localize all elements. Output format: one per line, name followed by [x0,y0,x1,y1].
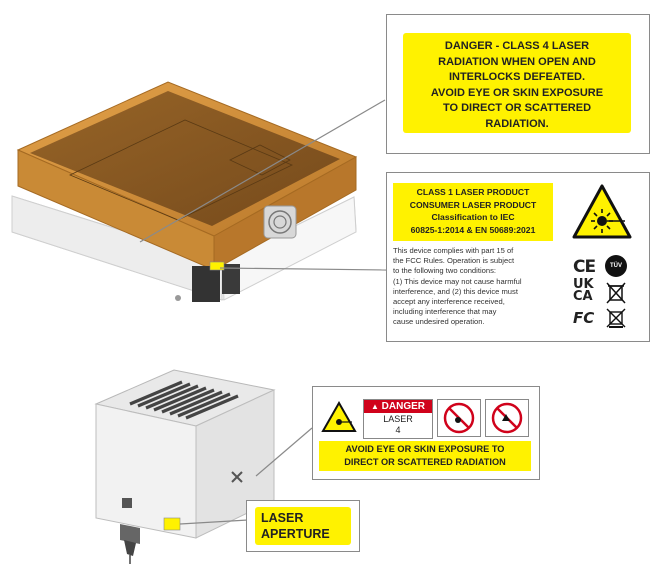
laser-engraver-illustration [11,81,387,302]
fcc-line-4: (1) This device may not cause harmful [393,276,522,286]
aperture-line-1: LASER [261,511,304,525]
aperture-line-2: APERTURE [261,527,330,541]
tuv-mark-icon: TÜV [605,255,627,277]
fcc-line-8: cause undesired operation. [393,317,485,327]
callout-line-aperture [179,519,249,525]
fcc-line-3: to the following two conditions: [393,266,496,276]
no-skin-exposure-icon [485,399,529,437]
danger-line-3: INTERLOCKS DEFEATED. [448,71,586,83]
class1-line-3: Classification to IEC [431,212,515,222]
fcc-line-7: including interference that may [393,307,497,317]
danger-class4-warning-text: DANGER - CLASS 4 LASER RADIATION WHEN OP… [403,33,631,133]
laser-aperture-callout: LASER APERTURE [246,500,360,552]
fcc-line-2: the FCC Rules. Operation is subject [393,256,515,266]
class1-line-1: CLASS 1 LASER PRODUCT [416,187,530,197]
rear-port-panel [192,266,220,302]
danger-line-2: RADIATION WHEN OPEN AND [438,55,596,68]
laser-warning-triangle-icon [572,184,632,239]
callout-line-module [255,427,313,477]
danger-line-5: TO DIRECT OR SCATTERED [442,102,592,114]
class1-line-2: CONSUMER LASER PRODUCT [409,199,537,210]
danger-word-banner: ▲ DANGER [364,400,432,413]
fcc-compliance-text: This device complies with part 15 of the… [393,246,559,328]
danger-class-box: ▲ DANGER LASER 4 [363,399,433,439]
ukca-mark-icon: UK CA [573,277,594,304]
alert-triangle-icon: ▲ [370,402,379,411]
aperture-label-sticker [163,517,181,531]
engraver-lid [16,81,358,271]
danger-line-4: AVOID EYE OR SKIN EXPOSURE [430,86,604,99]
weee-bin-icon [606,282,626,304]
module-warning-text: AVOID EYE OR SKIN EXPOSURE TO DIRECT OR … [319,441,531,471]
laser-class-line-2: 4 [395,425,401,435]
callout-line-lid [139,99,386,243]
module-warning-line-2: DIRECT OR SCATTERED RADIATION [344,457,506,467]
ce-mark-icon: CE [573,257,596,277]
callout-line-rear [219,267,387,271]
rear-label-sticker [209,261,225,271]
module-vent-grille [129,380,239,420]
laser-class-text: LASER 4 [364,413,432,436]
module-qr-code [122,498,132,508]
fcc-line-1: This device complies with part 15 of [393,246,514,255]
ukca-bottom: CA [573,289,593,304]
danger-class4-callout: DANGER - CLASS 4 LASER RADIATION WHEN OP… [386,14,650,154]
fan-vent-icon [263,205,297,239]
ukca-top: UK [573,277,594,292]
danger-line-6: RADIATION. [485,117,549,130]
fcc-line-6: accept any interference received, [393,297,505,307]
class1-label-callout: CLASS 1 LASER PRODUCT CONSUMER LASER PRO… [386,172,650,342]
laser-aperture-label: LASER APERTURE [255,507,351,545]
laser-symbol-icon [321,401,357,432]
module-warning-line-1: AVOID EYE OR SKIN EXPOSURE TO [345,444,505,454]
fcc-mark-icon: FC [573,309,595,327]
module-danger-callout: ▲ DANGER LASER 4 AVOID EYE OR SKIN EXPOS… [312,386,540,480]
laser-class-line-1: LASER [383,414,413,424]
danger-word: DANGER [381,401,426,412]
module-logo-icon [231,471,243,483]
class1-product-label: CLASS 1 LASER PRODUCT CONSUMER LASER PRO… [393,183,553,241]
recycle-bin-icon [606,308,626,328]
danger-line-1: DANGER - CLASS 4 LASER [444,40,590,52]
fcc-line-5: interference, and (2) this device must [393,286,518,296]
no-eye-exposure-icon [437,399,481,437]
class1-line-4: 60825-1:2014 & EN 50689:2021 [410,224,536,235]
